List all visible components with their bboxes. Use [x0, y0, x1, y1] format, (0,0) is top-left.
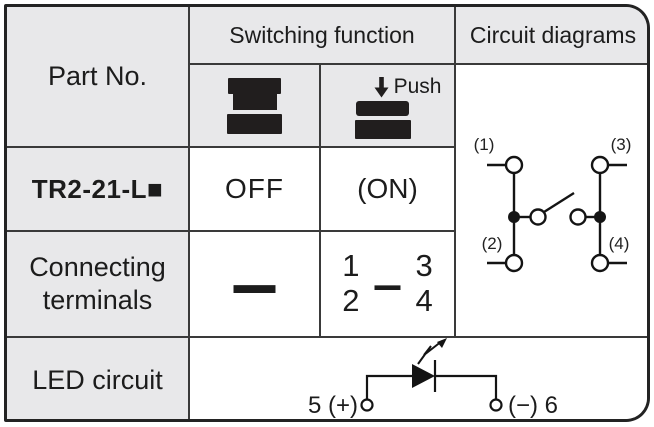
switching-function-header-cell: Switching function [190, 7, 456, 65]
connecting-terminals-header-cell: Connecting terminals [7, 232, 190, 338]
part-no-value: TR2-21-L■ [31, 173, 164, 204]
pushed-state-cell: (ON) [321, 148, 456, 232]
push-down-arrow-icon [374, 77, 389, 98]
connecting-terminals-pushed-cell: 1 2 — 3 4 [321, 232, 456, 338]
button-pressed-icon [354, 101, 411, 139]
junction-dot-left [508, 211, 520, 223]
led-circuit-header-cell: LED circuit [7, 338, 190, 419]
part-no-header-cell: Part No. [7, 7, 190, 148]
led-circuit-diagram: 5 (+) (−) 6 [308, 338, 558, 419]
push-label: Push [393, 75, 442, 98]
button-released-icon [227, 77, 282, 134]
button-released-cell [190, 65, 321, 148]
led-arrow-head [437, 338, 447, 348]
button-pressed-cell: Push [321, 65, 456, 148]
circuit-diagrams-header-cell: Circuit diagrams [456, 7, 647, 65]
part-no-cell: TR2-21-L■ [7, 148, 190, 232]
terminal-3: 3 [415, 248, 433, 284]
led-anode-label: 5 (+) [308, 392, 358, 419]
connecting-terminals-label: Connecting terminals [29, 252, 166, 315]
led-cathode-label: (−) 6 [508, 392, 558, 419]
junction-dot-right [594, 211, 606, 223]
led-circuit-cell: 5 (+) (−) 6 [190, 338, 647, 419]
terminal-4-label: (4) [609, 234, 630, 253]
connecting-terminals-released-cell: — [190, 232, 321, 338]
pushed-state-value: (ON) [357, 173, 418, 204]
terminal-pairs: 1 2 — 3 4 [342, 249, 433, 318]
released-state-value: OFF [225, 173, 284, 204]
terminal-1: 1 [342, 248, 360, 284]
terminal-4: 4 [415, 283, 433, 318]
switch-spec-table: Part No. Switching function Circuit diag… [4, 4, 650, 422]
circuit-diagram: (1) (3) (2) (4) [474, 135, 632, 273]
terminal-3-label: (3) [611, 135, 632, 154]
terminal-pair-left: 1 2 [342, 249, 359, 318]
circuit-diagram-cell: (1) (3) (2) (4) [456, 65, 647, 338]
switching-function-label: Switching function [229, 21, 415, 48]
led-symbol [412, 364, 435, 388]
circuit-diagrams-label: Circuit diagrams [469, 21, 637, 48]
released-state-cell: OFF [190, 148, 321, 232]
terminal-2-label: (2) [482, 234, 503, 253]
push-annotation: Push [374, 74, 442, 98]
led-circuit-label: LED circuit [32, 364, 163, 395]
part-no-header-label: Part No. [47, 61, 148, 91]
terminal-2: 2 [342, 283, 360, 318]
terminal-separator-dash: — [374, 257, 401, 311]
no-connection-dash: — [233, 238, 276, 328]
terminal-1-label: (1) [474, 135, 495, 154]
terminal-pair-right: 3 4 [416, 249, 433, 318]
